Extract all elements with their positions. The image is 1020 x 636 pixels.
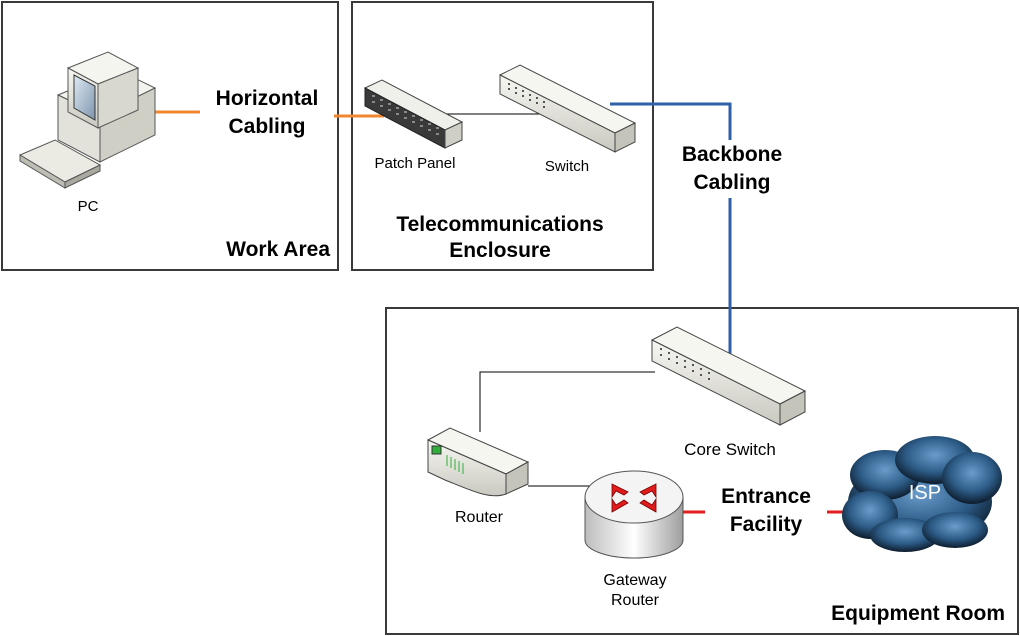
gateway-router-line1: Gateway (603, 572, 667, 589)
backbone-cabling-line1: Backbone (681, 143, 783, 166)
isp-label: ISP (908, 482, 942, 504)
switch-icon (498, 64, 637, 153)
telecom-enclosure-title-line1: Telecommunications (396, 213, 604, 236)
work-area-title: Work Area (226, 238, 330, 261)
telecom-enclosure-title-line2: Enclosure (449, 239, 551, 262)
entrance-facility-label: Entrance Facility (705, 483, 827, 539)
core-router-link (479, 371, 655, 432)
equipment-room-title: Equipment Room (831, 602, 1005, 625)
entrance-facility-line1: Entrance (721, 485, 811, 508)
switch-label: Switch (544, 158, 590, 175)
gateway-router-icon (584, 470, 684, 559)
backbone-cable (610, 102, 732, 140)
backbone-cabling-label: Backbone Cabling (665, 141, 799, 197)
horizontal-cabling-label: Horizontal Cabling (200, 85, 334, 141)
router-label: Router (454, 509, 504, 526)
core-switch-label: Core Switch (684, 440, 776, 459)
telecom-enclosure-title: Telecommunications Enclosure (375, 212, 625, 264)
gateway-router-label: Gateway Router (585, 571, 685, 611)
core-switch-icon (650, 326, 807, 426)
backbone-cabling-line2: Cabling (693, 171, 771, 194)
horizontal-cable (152, 110, 384, 118)
gateway-router-line2: Router (610, 592, 660, 609)
patch-panel-icon (363, 79, 464, 149)
pc-label: PC (77, 198, 99, 215)
patch-panel-label: Patch Panel (374, 155, 456, 172)
entrance-facility-line2: Facility (729, 513, 803, 536)
horizontal-cabling-line1: Horizontal (215, 87, 319, 110)
router-icon (426, 427, 530, 497)
horizontal-cabling-line2: Cabling (228, 115, 306, 138)
isp-cloud-icon (842, 436, 1002, 552)
pc-icon (18, 51, 157, 189)
